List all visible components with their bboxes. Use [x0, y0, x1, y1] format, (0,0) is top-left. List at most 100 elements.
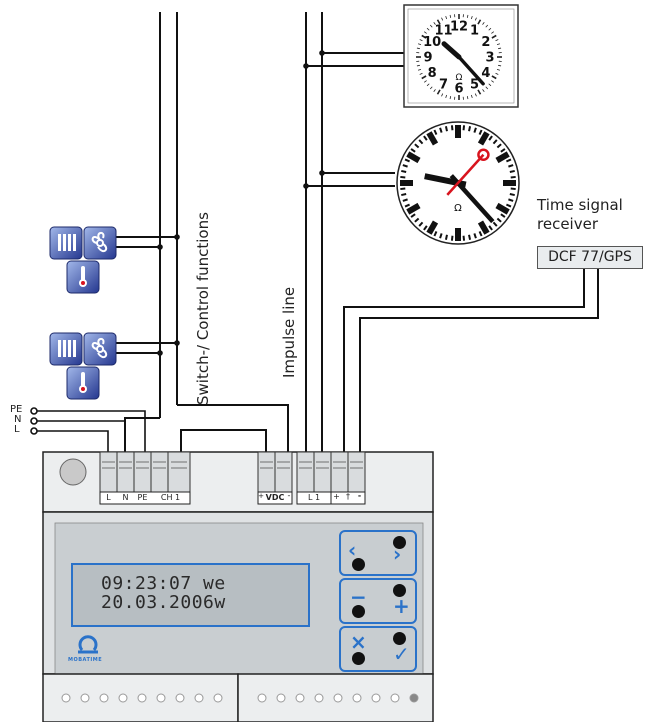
time-signal-label-line1: Time signal [537, 196, 623, 214]
clock-tick [477, 19, 482, 25]
clock-tick [433, 231, 438, 237]
left-arrow-icon: ‹ [348, 538, 357, 562]
connector-hole [99, 693, 109, 703]
clock-number: 11 [434, 24, 452, 39]
connector-hole [213, 693, 223, 703]
clock-tick [426, 220, 439, 235]
clock-logo: Ω [454, 203, 462, 214]
brand-label: MOBATIME [68, 657, 103, 663]
clock-tick [416, 64, 420, 67]
clock-tick [462, 125, 466, 131]
hour-hand [441, 41, 462, 60]
radiator-icon [58, 340, 76, 357]
clock-number: 10 [423, 35, 441, 50]
connector-hole [276, 693, 286, 703]
navigate-button-pad[interactable]: ‹ › [339, 530, 417, 576]
clock-tick [444, 126, 448, 132]
clock-tick [478, 231, 483, 237]
clock-tick [400, 175, 406, 179]
clock-number: 2 [481, 35, 490, 50]
clock-tick [508, 198, 514, 202]
terminal-label-n: N [122, 493, 129, 502]
clock-number: 4 [481, 66, 490, 81]
clock-tick [417, 43, 422, 46]
cancel-button[interactable] [352, 652, 365, 665]
clock-tick [478, 129, 483, 135]
terminal-label-plus: + [333, 492, 340, 501]
terminal-label-l1: L 1 [307, 493, 321, 502]
terminal-label-strips [99, 491, 366, 505]
clock-tick [401, 193, 407, 197]
clock-tick [496, 217, 502, 223]
clock-tick [485, 24, 489, 28]
clock-tick [439, 233, 443, 239]
cancel-icon: × [350, 630, 367, 654]
terminal-label-l: L [106, 493, 111, 502]
clock-tick [491, 80, 495, 83]
clock-tick [500, 213, 506, 218]
clock-tick [488, 83, 492, 87]
connector-hole [314, 693, 324, 703]
clock-tick [468, 126, 472, 132]
terminal-label-pe: PE [137, 493, 148, 502]
clock-tick [419, 72, 423, 75]
connector-hole [390, 693, 400, 703]
clock-tick [498, 47, 502, 50]
clock-tick [488, 135, 493, 141]
clock-tick [462, 235, 466, 241]
radiator-icon [58, 234, 76, 251]
clock-tick [488, 225, 493, 231]
value-button-pad[interactable]: − + [339, 578, 417, 624]
clock-tick [426, 83, 430, 87]
clock-tick [445, 94, 448, 99]
clock-tick [470, 15, 473, 20]
clock-tick [488, 27, 492, 31]
icon-wires [112, 236, 177, 354]
clock-tick [429, 24, 433, 28]
clock-number: 5 [470, 77, 479, 92]
clock-tick [418, 139, 424, 145]
connector-hole [61, 693, 71, 703]
navigate-right-button[interactable] [393, 536, 406, 549]
clock-tick [492, 221, 498, 227]
clock-tick [441, 17, 444, 21]
clock-tick [449, 96, 452, 100]
clock-tick [439, 127, 443, 133]
clock-tick [495, 202, 510, 215]
clock-tick [421, 75, 427, 80]
terminal-label-dagger: † [346, 492, 350, 501]
clock-tick [495, 151, 510, 164]
clock-tick [421, 34, 427, 39]
clock-tick [400, 187, 406, 191]
bottom-connector-holes [61, 693, 419, 703]
clock-tick [509, 169, 515, 173]
minus-icon: − [350, 585, 367, 609]
pe-label: PE [10, 404, 23, 415]
clock-tick [418, 221, 424, 227]
minute-hand [457, 55, 485, 86]
clock-tick [433, 21, 436, 25]
clock-tick [510, 175, 516, 179]
decrease-button[interactable] [352, 605, 365, 618]
connector-hole [333, 693, 343, 703]
increase-button[interactable] [393, 584, 406, 597]
clock-number: 1 [470, 24, 479, 39]
confirm-button[interactable] [393, 632, 406, 645]
clock-tick [410, 148, 416, 153]
clock-tick [470, 94, 473, 99]
icon-group-2 [49, 332, 117, 400]
navigate-left-button[interactable] [352, 558, 365, 571]
clock-tick [466, 14, 469, 18]
checkmark-icon: ✓ [393, 642, 410, 666]
clock-tick [423, 80, 427, 83]
clock-tick [485, 86, 489, 90]
switch-control-label: Switch-/ Control functions [194, 212, 212, 405]
station-clock: Ω [396, 121, 520, 245]
clock-tick [468, 234, 472, 240]
clock-tick [404, 158, 410, 163]
confirm-button-pad[interactable]: × ✓ [339, 626, 417, 672]
terminal-label-minus: - [357, 491, 362, 500]
connector-hole [156, 693, 166, 703]
clock-tick [477, 131, 490, 146]
